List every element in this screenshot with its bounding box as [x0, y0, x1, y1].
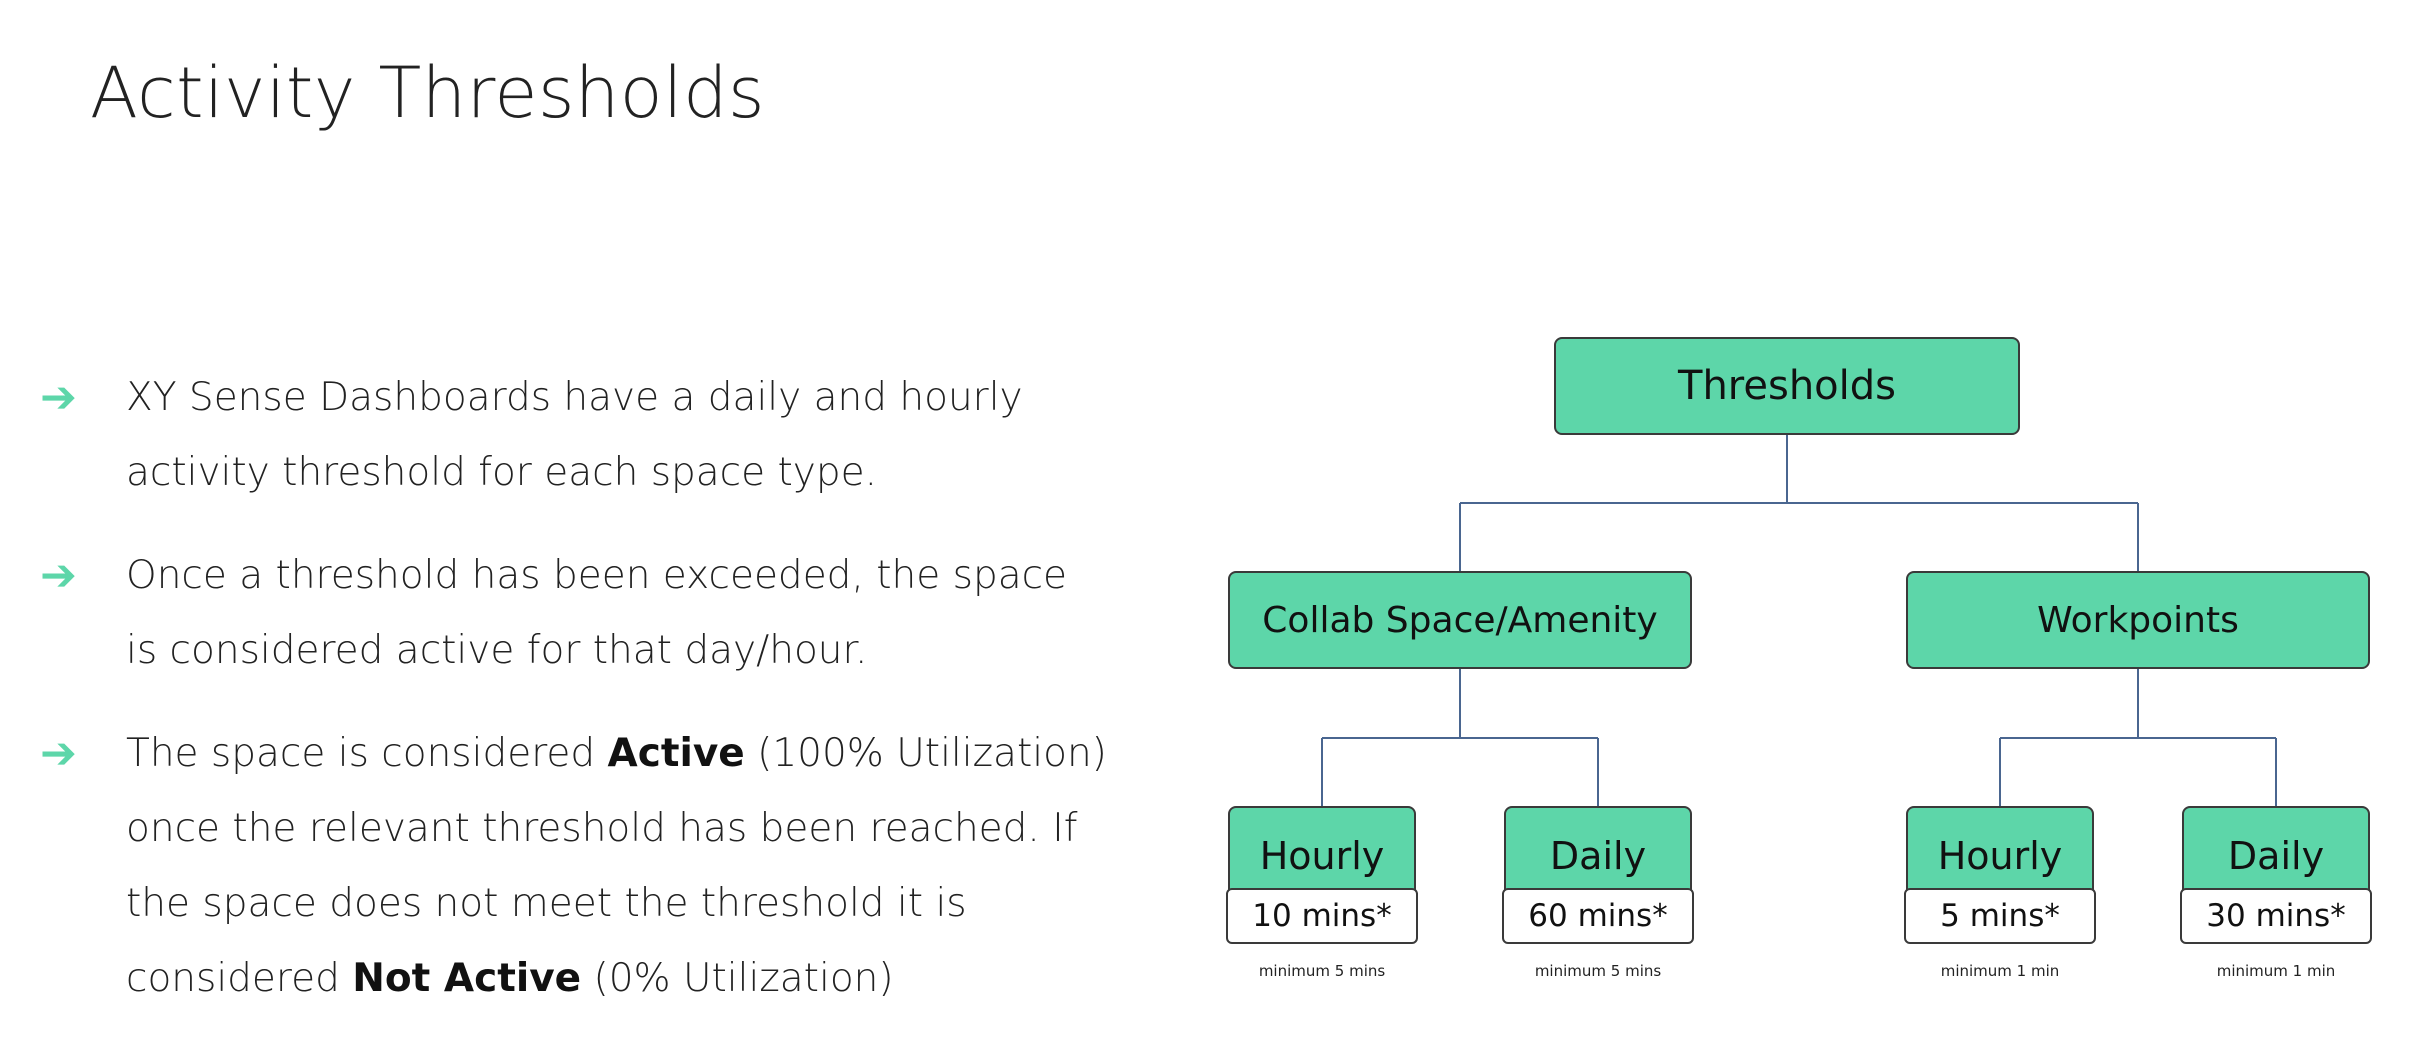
- arrow-right-icon: ➔: [40, 372, 77, 423]
- bullet-segment: The space is considered: [126, 731, 608, 776]
- bullet-text: XY Sense Dashboards have a daily and hou…: [126, 375, 1023, 495]
- bullet-text: The space is considered Active (100% Uti…: [126, 731, 1107, 1001]
- arrow-right-icon: ➔: [40, 550, 77, 601]
- bullet-segment: (100% Utilization) once the relevant thr…: [126, 731, 1107, 1001]
- bullet-item: ➔ XY Sense Dashboards have a daily and h…: [0, 360, 1110, 510]
- bullet-segment: (0% Utilization): [581, 956, 894, 1001]
- minimum-note: minimum 1 min: [1940, 962, 2060, 980]
- bullet-item: ➔ The space is considered Active (100% U…: [0, 716, 1110, 1016]
- threshold-root-node: Thresholds: [1554, 337, 2020, 435]
- leaf-node-hourly: Hourly: [1906, 806, 2094, 944]
- bullet-emphasis: Not Active: [352, 956, 582, 1001]
- bullet-item: ➔ Once a threshold has been exceeded, th…: [0, 538, 1110, 688]
- group-node-workpoints: Workpoints: [1906, 571, 2370, 669]
- group-node-collab-space: Collab Space/Amenity: [1228, 571, 1692, 669]
- bullet-segment: Once a threshold has been exceeded, the …: [126, 553, 1068, 673]
- bullet-emphasis: Active: [607, 731, 745, 776]
- minimum-note: minimum 1 min: [2216, 962, 2336, 980]
- bullet-list: ➔ XY Sense Dashboards have a daily and h…: [0, 360, 1110, 1044]
- minimum-note: minimum 5 mins: [1258, 962, 1386, 980]
- leaf-node-hourly: Hourly: [1228, 806, 1416, 944]
- arrow-right-icon: ➔: [40, 728, 77, 779]
- leaf-node-daily: Daily: [1504, 806, 1692, 944]
- bullet-text: Once a threshold has been exceeded, the …: [126, 553, 1067, 673]
- leaf-node-daily: Daily: [2182, 806, 2370, 944]
- page-title: Activity Thresholds: [90, 52, 765, 134]
- minimum-note: minimum 5 mins: [1534, 962, 1662, 980]
- bullet-segment: XY Sense Dashboards have a daily and hou…: [126, 375, 1023, 495]
